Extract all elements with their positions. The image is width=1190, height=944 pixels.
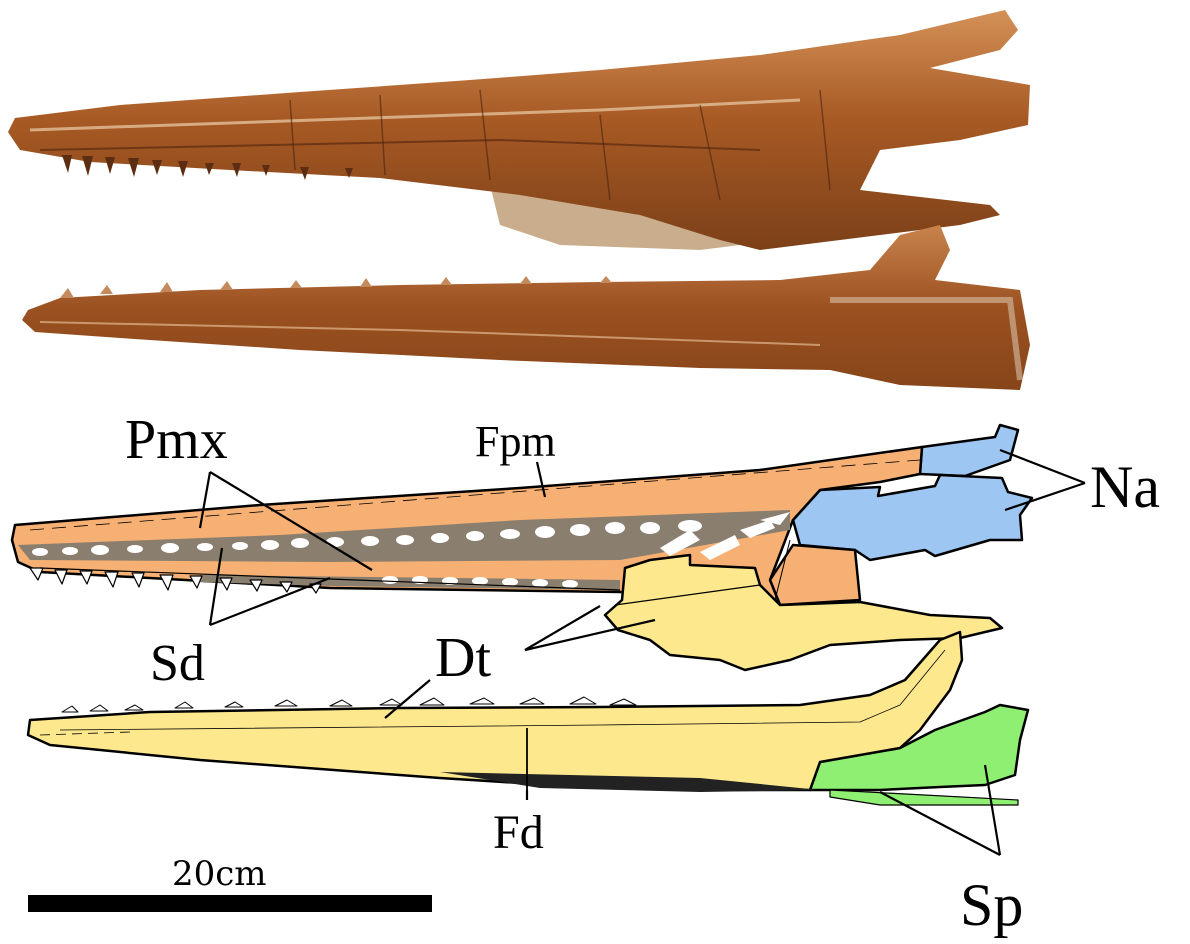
label-sd: Sd	[150, 635, 205, 692]
fossil-lower-jaw	[22, 225, 1030, 390]
scale-bar: 20cm	[28, 854, 432, 912]
label-sp: Sp	[960, 872, 1023, 938]
label-na: Na	[1090, 454, 1160, 520]
label-fpm: Fpm	[475, 417, 556, 466]
bone-diagram	[12, 425, 1032, 805]
label-fd: Fd	[493, 806, 544, 859]
scale-bar-label: 20cm	[172, 854, 267, 894]
scale-bar-line	[28, 895, 432, 912]
label-dt: Dt	[435, 627, 491, 689]
premaxilla-posterior-block	[770, 545, 860, 605]
fossil-photo	[8, 10, 1030, 390]
label-pmx: Pmx	[125, 409, 228, 471]
